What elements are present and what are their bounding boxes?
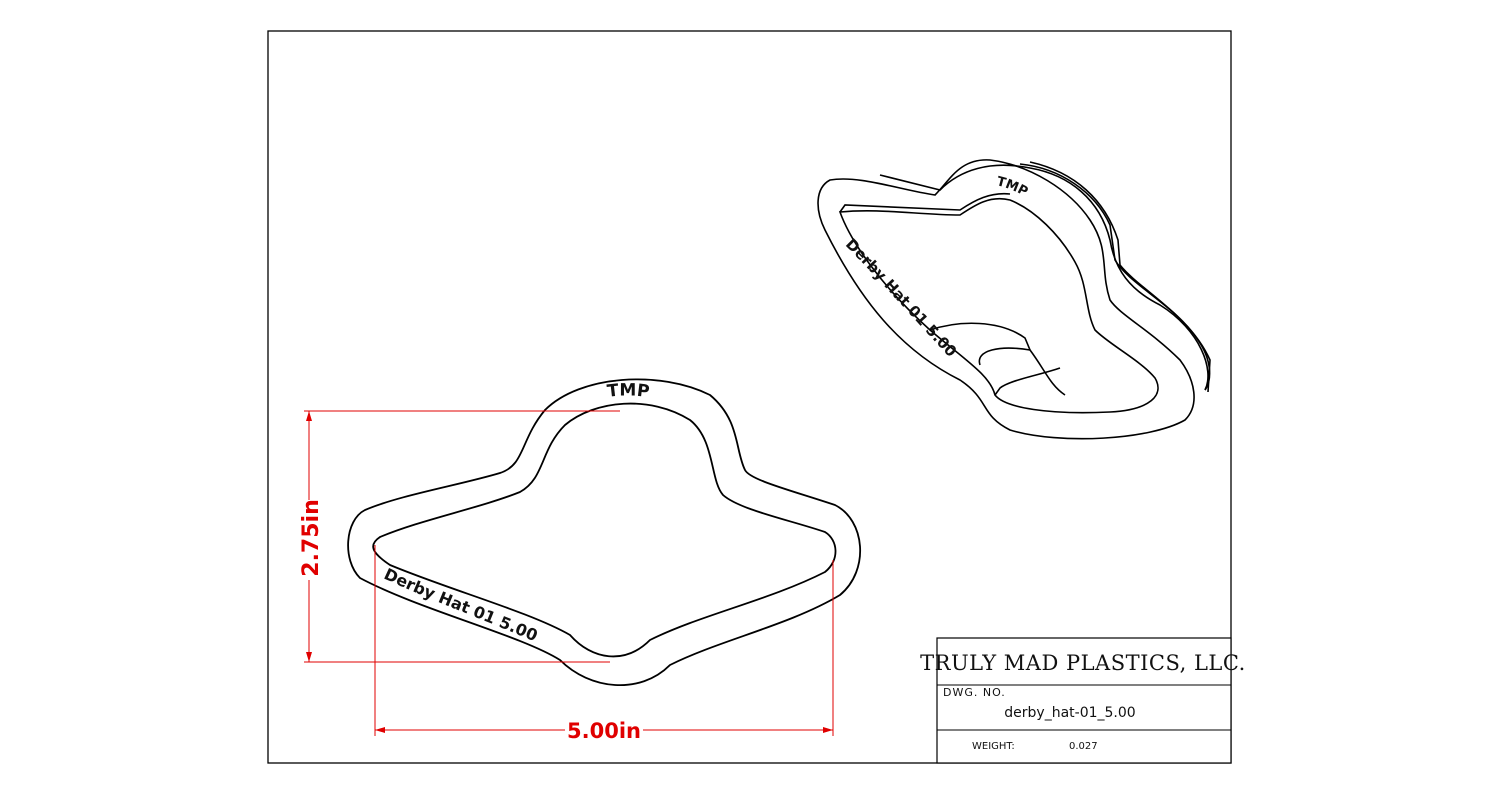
iso-side-label: Derby Hat 01 5.00	[842, 235, 960, 361]
company-name: TRULY MAD PLASTICS, LLC.	[920, 651, 1246, 675]
dimensions	[304, 410, 834, 736]
dwg-no-value: derby_hat-01_5.00	[1004, 705, 1135, 721]
isometric-view: TMP Derby Hat 01 5.00	[817, 159, 1211, 440]
iso-back-layer-2	[1019, 163, 1211, 391]
iso-inner-outline	[838, 197, 1159, 414]
iso-back-layer-3	[1029, 161, 1211, 393]
height-arrow-bottom	[306, 652, 312, 662]
front-view: TMP Derby Hat 01 5.00	[347, 378, 862, 687]
title-block-frame	[936, 637, 1232, 764]
iso-inner-wall-3	[1029, 349, 1066, 396]
title-block: TRULY MAD PLASTICS, LLC. DWG. NO. derby_…	[920, 637, 1246, 764]
height-label-bg	[297, 500, 323, 580]
dwg-no-label: DWG. NO.	[943, 686, 1006, 699]
iso-outer-outline	[817, 159, 1195, 440]
width-arrow-left	[375, 727, 385, 733]
width-dimension-label: 5.00in	[567, 719, 641, 743]
weight-value: 0.027	[1069, 741, 1098, 752]
iso-inner-wall-4	[994, 367, 1061, 396]
iso-top-label: TMP	[995, 174, 1030, 200]
height-arrow-top	[306, 411, 312, 421]
front-outer-outline	[347, 378, 862, 687]
iso-inner-wall	[839, 192, 1011, 213]
front-top-label: TMP	[606, 380, 650, 402]
front-inner-outline	[372, 402, 837, 658]
iso-back-layer	[879, 164, 1209, 391]
front-side-label: Derby Hat 01 5.00	[381, 564, 540, 645]
width-label-bg	[565, 719, 643, 741]
weight-label: WEIGHT:	[972, 741, 1015, 752]
sheet-border	[267, 30, 1232, 764]
iso-inner-wall-2	[929, 322, 1032, 366]
height-dimension-label: 2.75in	[299, 499, 324, 576]
width-arrow-right	[823, 727, 833, 733]
